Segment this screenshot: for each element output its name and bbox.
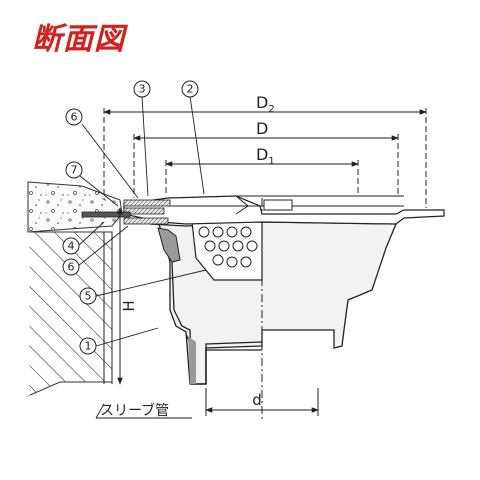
svg-text:1: 1 [85,340,92,353]
svg-text:5: 5 [85,290,92,303]
leader-lines [77,95,207,419]
dim-d1-label: D1 [256,145,275,167]
svg-text:7: 7 [71,164,78,177]
callout-7: 7 [65,161,83,179]
svg-text:3: 3 [139,83,146,96]
page-title: 断面図 [32,22,125,57]
svg-text:6: 6 [68,261,75,274]
callout-group: 3 2 6 7 4 6 5 1 [62,80,199,355]
callout-2: 2 [181,80,199,98]
callout-6-bottom: 6 [62,258,80,276]
callout-5: 5 [79,287,97,305]
callout-6-top: 6 [65,108,83,126]
dim-d2-label: D2 [256,93,275,115]
callout-3: 3 [133,80,151,98]
dim-small-d-label: d [252,391,262,409]
sleeve-pipe [103,232,113,384]
svg-text:2: 2 [187,83,194,96]
top-grate [123,195,445,225]
callout-4: 4 [62,237,80,255]
dim-h-label: H [120,300,138,311]
svg-text:4: 4 [68,240,75,253]
callout-1: 1 [79,337,97,355]
concrete-layer [27,181,123,233]
svg-text:6: 6 [71,111,78,124]
dimension-lines [103,108,427,416]
dim-d-label: D [256,119,268,138]
sleeve-pipe-label: スリーブ管 [100,402,169,419]
drain-body [149,221,397,385]
wall-hatch [26,231,113,397]
waterproof-layers [81,199,171,225]
trap-basket [191,221,263,281]
